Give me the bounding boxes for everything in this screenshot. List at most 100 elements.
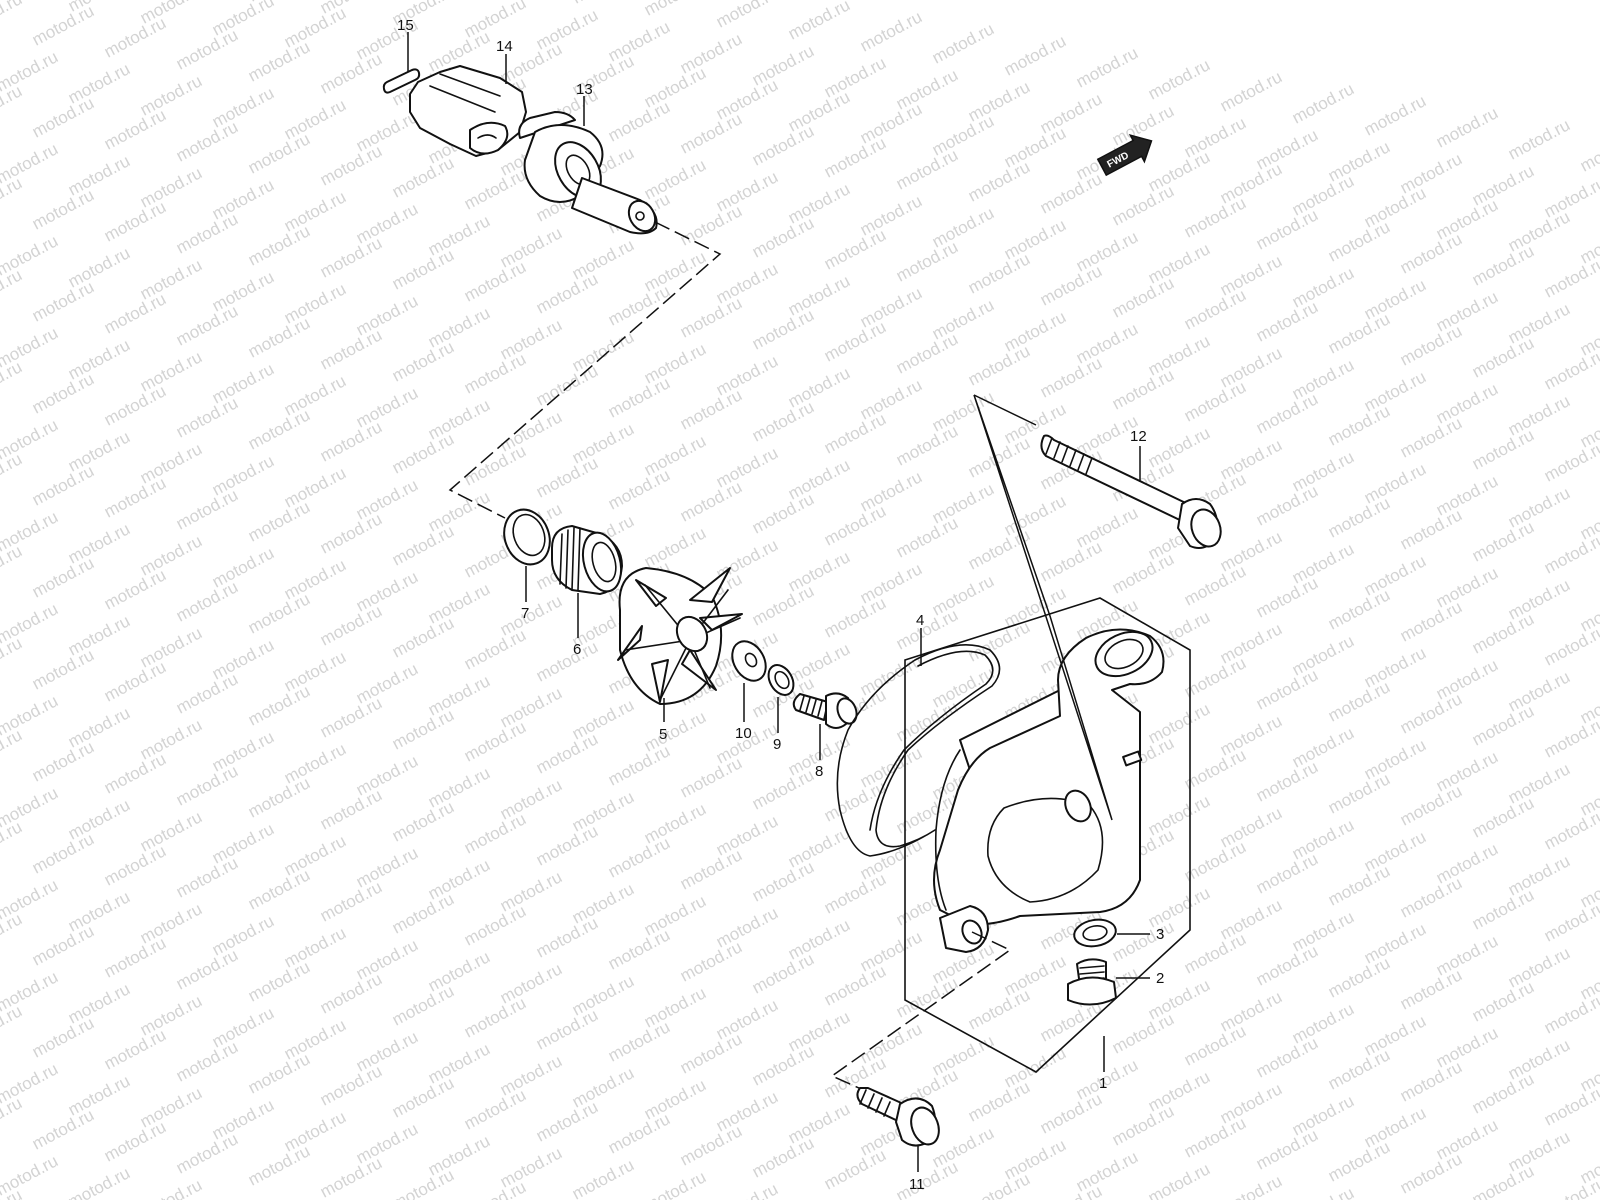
- watermark-text: motod.ru: [461, 717, 529, 765]
- watermark-text: motod.ru: [965, 341, 1033, 389]
- watermark-text: motod.ru: [1325, 585, 1393, 633]
- watermark-text: motod.ru: [1181, 745, 1249, 793]
- watermark-text: motod.ru: [1253, 849, 1321, 897]
- callout-13: 13: [576, 81, 593, 98]
- watermark-text: motod.ru: [749, 857, 817, 905]
- watermark-text: motod.ru: [29, 461, 97, 509]
- bolt-11-connector-line: [830, 931, 1012, 1093]
- watermark-text: motod.ru: [821, 593, 889, 641]
- watermark-text: motod.ru: [749, 949, 817, 997]
- watermark-text: motod.ru: [173, 945, 241, 993]
- watermark-text: motod.ru: [245, 773, 313, 821]
- watermark-text: motod.ru: [1217, 1171, 1285, 1200]
- watermark-text: motod.ru: [29, 645, 97, 693]
- watermark-text: motod.ru: [1109, 549, 1177, 597]
- watermark-text: motod.ru: [533, 1005, 601, 1053]
- watermark-text: motod.ru: [641, 0, 709, 20]
- watermark-text: motod.ru: [749, 1041, 817, 1089]
- watermark-text: motod.ru: [821, 225, 889, 273]
- watermark-text: motod.ru: [245, 1141, 313, 1189]
- watermark-text: motod.ru: [389, 521, 457, 569]
- part-1-pump-cover: [904, 597, 1191, 1073]
- watermark-text: motod.ru: [317, 877, 385, 925]
- watermark-text: motod.ru: [101, 105, 169, 153]
- watermark-text: motod.ru: [173, 485, 241, 533]
- watermark-text: motod.ru: [965, 1077, 1033, 1125]
- watermark-text: motod.ru: [29, 921, 97, 969]
- watermark-text: motod.ru: [317, 325, 385, 373]
- watermark-text: motod.ru: [461, 625, 529, 673]
- watermark-text: motod.ru: [245, 589, 313, 637]
- watermark-text: motod.ru: [1325, 309, 1393, 357]
- watermark-text: motod.ru: [389, 153, 457, 201]
- watermark-text: motod.ru: [605, 373, 673, 421]
- watermark-text: motod.ru: [713, 0, 781, 32]
- watermark-text: motod.ru: [389, 981, 457, 1029]
- watermark-text: motod.ru: [1109, 917, 1177, 965]
- watermark-text: motod.ru: [101, 1117, 169, 1165]
- watermark-text: motod.ru: [1037, 537, 1105, 585]
- watermark-text: motod.ru: [1433, 103, 1501, 151]
- watermark-text: motod.ru: [605, 741, 673, 789]
- watermark-text: motod.ru: [1253, 481, 1321, 529]
- watermark-text: motod.ru: [1253, 1125, 1321, 1173]
- callout-7: 7: [521, 605, 529, 622]
- watermark-text: motod.ru: [173, 1129, 241, 1177]
- watermark-text: motod.ru: [101, 197, 169, 245]
- watermark-text: motod.ru: [245, 129, 313, 177]
- watermark-text: motod.ru: [1037, 1181, 1105, 1200]
- watermark-text: motod.ru: [317, 1153, 385, 1200]
- watermark-text: motod.ru: [749, 489, 817, 537]
- watermark-text: motod.ru: [29, 1105, 97, 1153]
- watermark-text: motod.ru: [785, 0, 853, 44]
- watermark-text: motod.ru: [0, 909, 25, 957]
- watermark-text: motod.ru: [1469, 1161, 1537, 1200]
- watermark-text: motod.ru: [893, 237, 961, 285]
- watermark-text: motod.ru: [0, 173, 25, 221]
- leader-lines: [407, 32, 1150, 1172]
- watermark-text: motod.ru: [1397, 689, 1465, 737]
- watermark-text: motod.ru: [101, 13, 169, 61]
- watermark-text: motod.ru: [389, 889, 457, 937]
- watermark-text: motod.ru: [605, 97, 673, 145]
- watermark-text: motod.ru: [245, 681, 313, 729]
- watermark-text: motod.ru: [1181, 1113, 1249, 1161]
- watermark-text: motod.ru: [173, 301, 241, 349]
- watermark-text: motod.ru: [1541, 529, 1600, 577]
- watermark-text: motod.ru: [533, 913, 601, 961]
- watermark-text: motod.ru: [317, 509, 385, 557]
- callout-10: 10: [735, 725, 752, 742]
- watermark-text: motod.ru: [965, 985, 1033, 1033]
- watermark-text: motod.ru: [29, 369, 97, 417]
- watermark-text: motod.ru: [1001, 31, 1069, 79]
- watermark-text: motod.ru: [605, 833, 673, 881]
- watermark-text: motod.ru: [1325, 401, 1393, 449]
- watermark-text: motod.ru: [389, 1073, 457, 1121]
- watermark-text: motod.ru: [1397, 1149, 1465, 1197]
- watermark-text: motod.ru: [101, 749, 169, 797]
- part-9-washer: [767, 664, 795, 696]
- watermark-text: motod.ru: [389, 613, 457, 661]
- watermark-text: motod.ru: [173, 25, 241, 73]
- watermark-text: motod.ru: [1541, 1173, 1600, 1200]
- watermark-text: motod.ru: [461, 349, 529, 397]
- watermark-text: motod.ru: [173, 1037, 241, 1085]
- watermark-text: motod.ru: [173, 761, 241, 809]
- watermark-text: motod.ru: [101, 289, 169, 337]
- watermark-text: motod.ru: [29, 1, 97, 49]
- watermark-text: motod.ru: [65, 1163, 133, 1200]
- part-5-impeller: [617, 567, 743, 705]
- watermark-text: motod.ru: [1181, 377, 1249, 425]
- watermark-text: motod.ru: [1541, 1081, 1600, 1129]
- watermark-text: motod.ru: [1109, 181, 1177, 229]
- watermark-text: motod.ru: [533, 453, 601, 501]
- watermark-text: motod.ru: [1181, 561, 1249, 609]
- watermark-text: motod.ru: [533, 269, 601, 317]
- callout-4: 4: [916, 612, 924, 629]
- watermark-text: motod.ru: [1325, 861, 1393, 909]
- watermark-text: motod.ru: [1397, 229, 1465, 277]
- watermark-text: motod.ru: [749, 581, 817, 629]
- watermark-text: motod.ru: [821, 501, 889, 549]
- watermark-text: motod.ru: [1469, 241, 1537, 289]
